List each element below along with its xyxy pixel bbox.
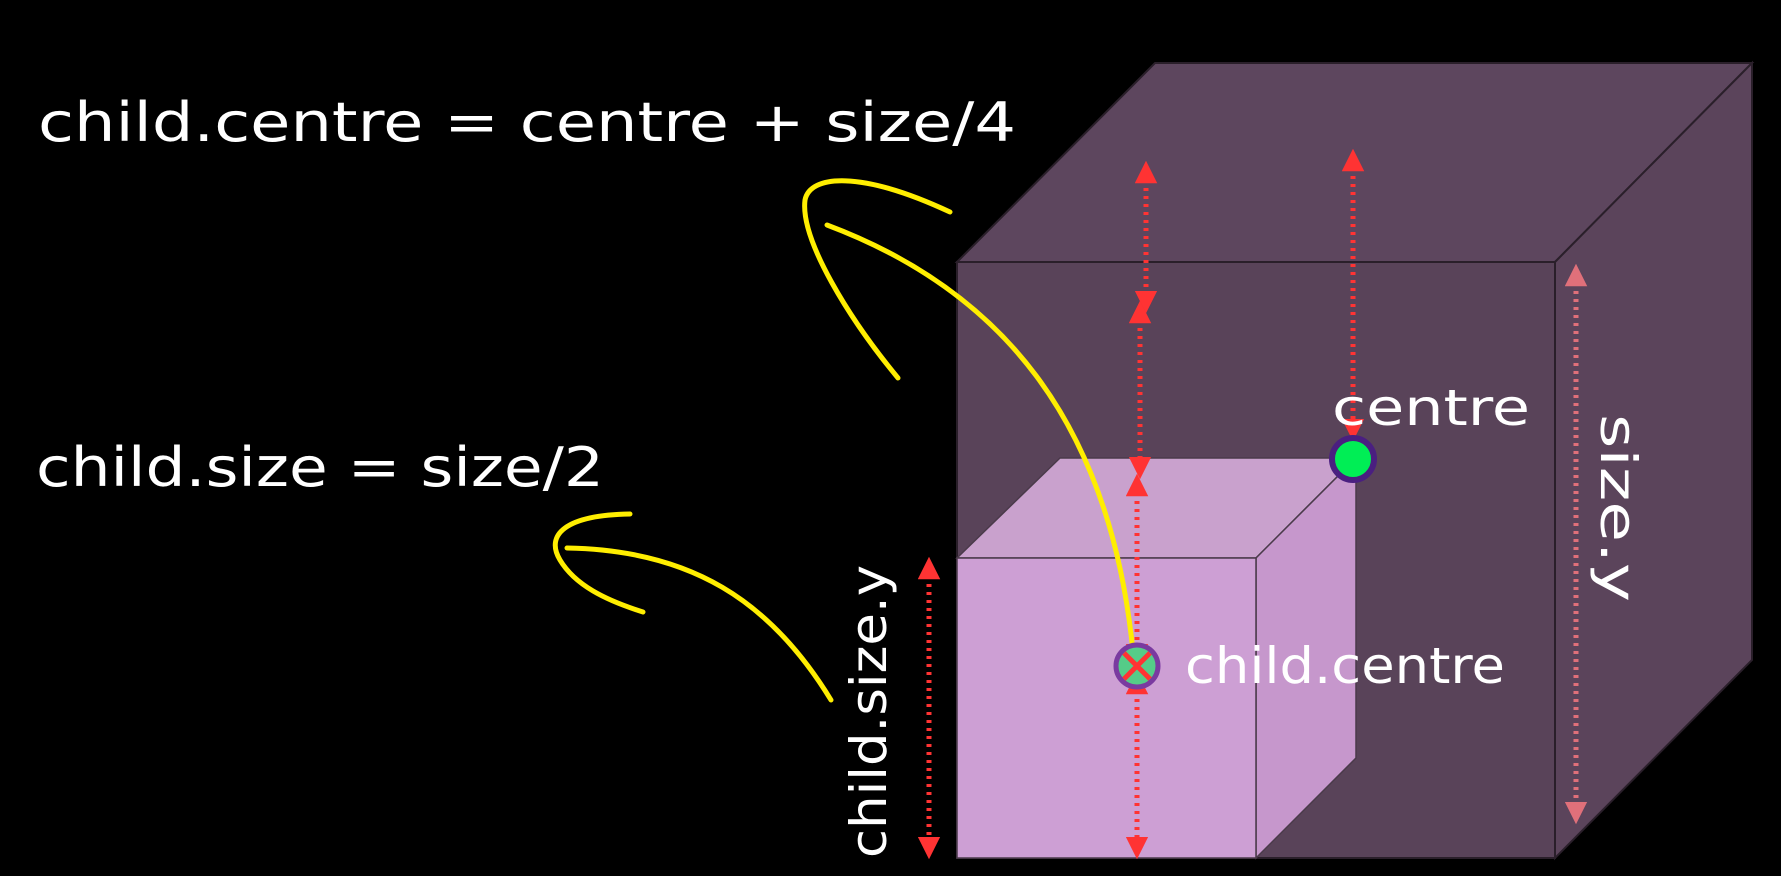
centre-pointer-curve [824, 222, 1136, 655]
green-dot-icon [1329, 435, 1377, 483]
measure-arrows [917, 148, 1365, 860]
child-cube-front-face [956, 557, 1257, 859]
child-size-equation: child.size = size/2 [36, 436, 604, 499]
centre-label: centre [1332, 379, 1530, 437]
crossed-dot-icon [1113, 642, 1161, 690]
child-centre-label: child.centre [1185, 637, 1505, 695]
child-centre-cross [1122, 651, 1152, 681]
yellow-pointer-curves [552, 178, 1136, 703]
size-y-label: size.y [1589, 414, 1647, 602]
size-pointer-curve [564, 545, 834, 703]
size-pointer-arrowhead [552, 511, 646, 615]
child-centre-equation: child.centre = centre + size/4 [38, 91, 1016, 154]
centre-dot [1329, 435, 1377, 483]
centre-pointer-arrowhead [802, 178, 953, 381]
child-size-y-label: child.size.y [840, 565, 898, 858]
child-cube [955, 456, 1358, 860]
